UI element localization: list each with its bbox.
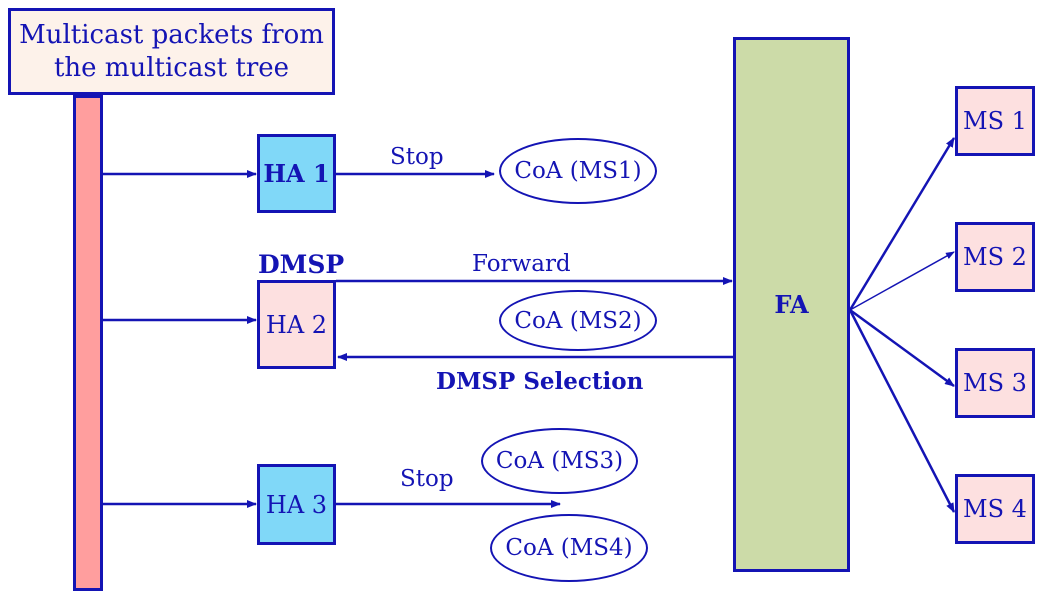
ms1-label: MS 1 bbox=[963, 107, 1027, 135]
ha1-box: HA 1 bbox=[257, 134, 336, 213]
ha3-label: HA 3 bbox=[265, 490, 328, 519]
ha2-label: HA 2 bbox=[265, 310, 328, 339]
fa-to-ms1-arrow bbox=[848, 137, 956, 311]
fa-box: FA bbox=[733, 37, 850, 572]
stop-label-3: Stop bbox=[400, 466, 454, 492]
multicast-tree-bar bbox=[73, 95, 103, 591]
fa-label: FA bbox=[774, 289, 809, 319]
multicast-source-box: Multicast packets from the multicast tre… bbox=[8, 8, 335, 95]
ha2-box: HA 2 bbox=[257, 280, 336, 369]
ms3-label: MS 3 bbox=[963, 369, 1027, 397]
dmsp-selection-label: DMSP Selection bbox=[436, 368, 644, 395]
coa-ms4-oval: CoA (MS4) bbox=[490, 514, 648, 582]
ms1-box: MS 1 bbox=[955, 86, 1035, 156]
coa-ms4-label: CoA (MS4) bbox=[505, 535, 633, 561]
ms2-label: MS 2 bbox=[963, 243, 1027, 271]
ha3-box: HA 3 bbox=[257, 464, 336, 545]
dmsp-tag: DMSP bbox=[258, 250, 345, 279]
fa-to-ms3-arrow bbox=[849, 308, 955, 388]
coa-ms3-oval: CoA (MS3) bbox=[481, 428, 638, 494]
coa-ms1-oval: CoA (MS1) bbox=[499, 138, 657, 204]
source-line-1: Multicast packets from bbox=[19, 20, 324, 50]
fa-to-ms4-arrow bbox=[848, 309, 956, 513]
coa-ms3-label: CoA (MS3) bbox=[495, 448, 624, 474]
stop-label-1: Stop bbox=[390, 144, 444, 170]
coa-ms2-label: CoA (MS2) bbox=[514, 307, 642, 334]
ha1-label: HA 1 bbox=[263, 158, 330, 188]
ms3-box: MS 3 bbox=[955, 348, 1035, 418]
source-line-2: the multicast tree bbox=[53, 52, 290, 83]
coa-ms2-oval: CoA (MS2) bbox=[499, 290, 657, 351]
fa-to-ms2-arrow bbox=[849, 251, 955, 311]
forward-label: Forward bbox=[472, 251, 571, 277]
coa-ms1-label: CoA (MS1) bbox=[514, 158, 642, 184]
ms4-box: MS 4 bbox=[955, 474, 1035, 544]
ms2-box: MS 2 bbox=[955, 222, 1035, 292]
ms4-label: MS 4 bbox=[963, 495, 1027, 523]
